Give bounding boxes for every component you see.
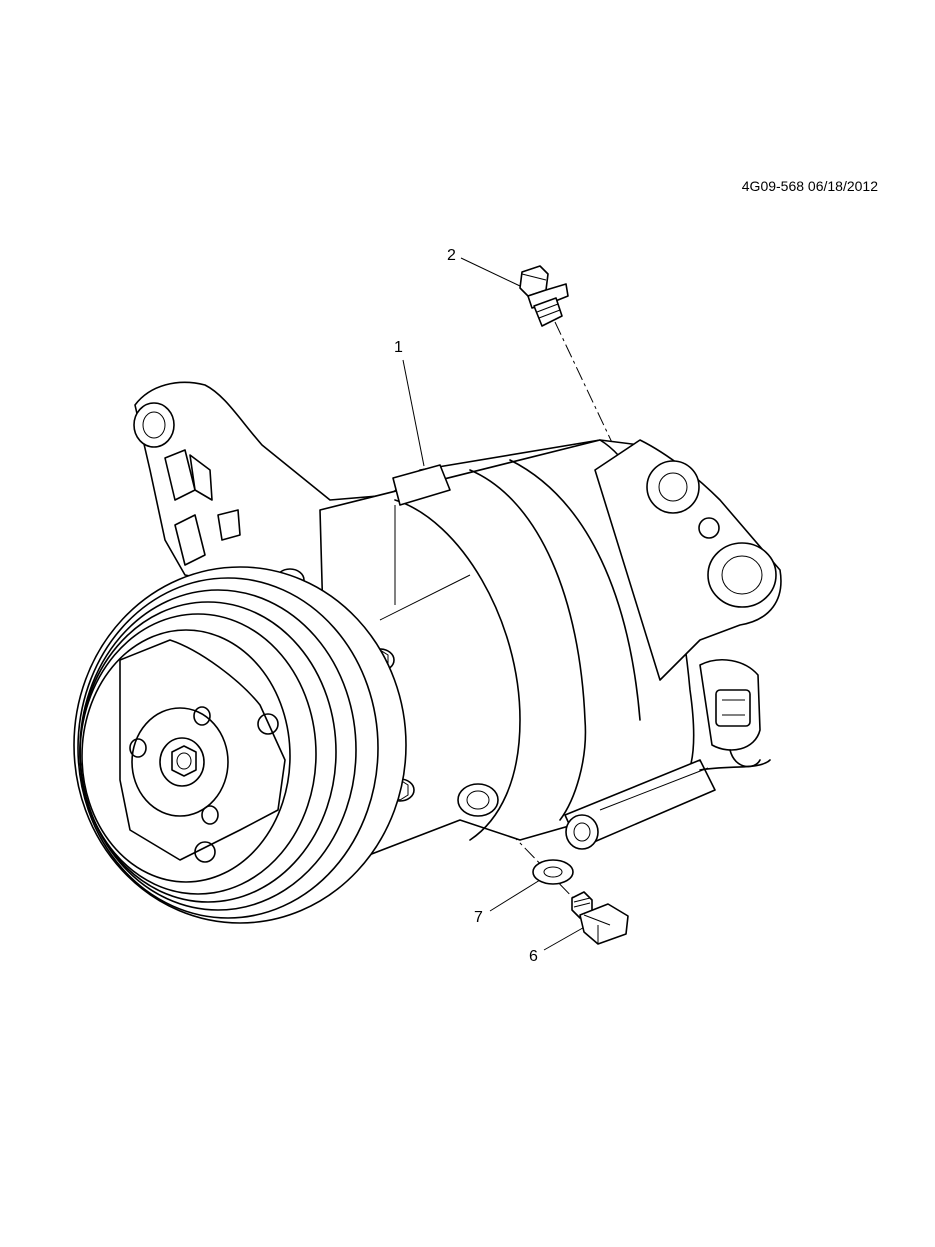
diagram-reference-id: 4G09-568 06/18/2012 [741,178,878,194]
wire-harness [564,759,771,850]
port-small [646,460,700,514]
leader-lines [402,257,589,951]
washer [532,859,574,885]
electrical-connector [699,659,761,768]
rear-head [594,439,782,681]
pulley-clutch [73,566,407,924]
alignment-line-bolt [489,811,581,906]
compressor-body [133,381,782,871]
callout-6: 6 [529,948,538,965]
leader-1 [402,359,425,467]
drain-boss [457,783,499,817]
leader-2 [460,257,521,287]
drain-bolt [571,891,629,945]
callout-7: 7 [474,909,483,926]
leader-6 [543,924,589,951]
pressure-switch [519,265,569,327]
leader-7 [489,879,541,912]
port-large [707,542,777,608]
callout-1: 1 [394,339,403,356]
callout-2: 2 [447,247,456,264]
